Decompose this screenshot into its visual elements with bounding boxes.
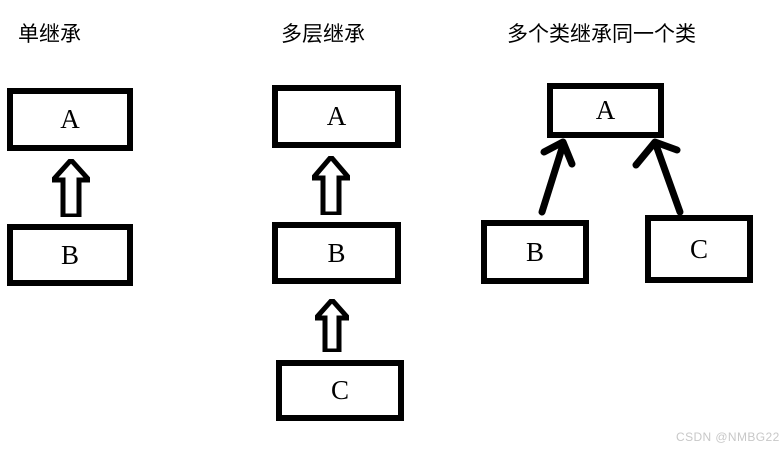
class-box-label: C [689, 233, 708, 264]
inheritance-arrow-b-to-a-multilevel [312, 156, 350, 215]
group-title-single-inheritance: 单继承 [18, 22, 81, 46]
inheritance-arrow-c-to-b-multilevel [315, 299, 349, 352]
class-box-a-single: A [7, 88, 133, 151]
class-box-label: A [60, 104, 80, 134]
class-box-label: B [327, 237, 346, 268]
class-box-b-single: B [7, 224, 133, 286]
watermark-text: CSDN @NMBG22 [676, 430, 780, 444]
class-box-label: B [525, 236, 544, 267]
class-box-c-multiple: C [645, 215, 753, 283]
group-title-multilevel-inheritance: 多层继承 [281, 22, 365, 46]
class-box-b-multilevel: B [272, 222, 401, 284]
class-box-b-multiple: B [481, 220, 589, 284]
inheritance-arrow-c-to-a-multiple [632, 138, 684, 216]
inheritance-arrow-b-to-a-single [52, 159, 90, 217]
class-box-c-multilevel: C [276, 360, 404, 421]
group-title-multiple-classes: 多个类继承同一个类 [507, 22, 696, 46]
class-box-a-multilevel: A [272, 85, 401, 148]
class-box-label: A [326, 101, 347, 131]
class-box-label: A [595, 95, 616, 125]
class-box-label: B [60, 239, 79, 270]
inheritance-arrow-b-to-a-multiple [538, 138, 576, 216]
class-box-label: C [330, 375, 349, 405]
class-box-a-multiple: A [547, 83, 664, 138]
